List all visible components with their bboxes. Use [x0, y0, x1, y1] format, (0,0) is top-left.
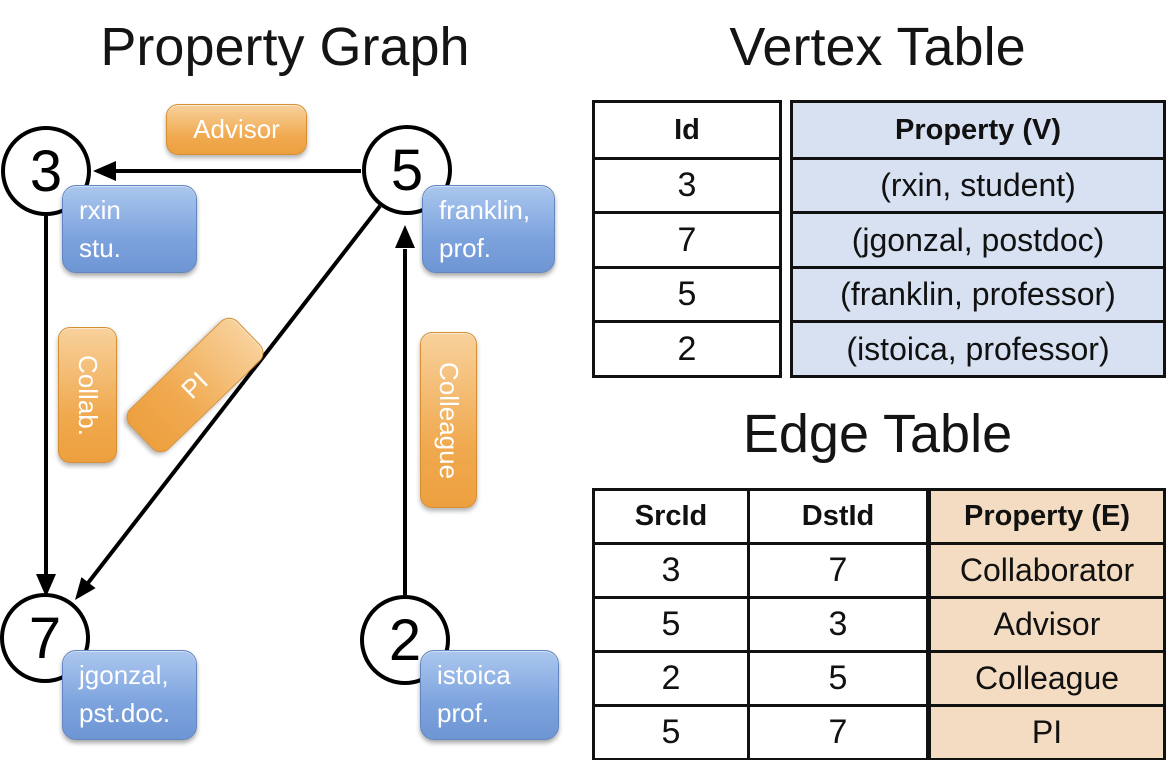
- edge-arrow-advisor-5-to-3: [93, 161, 361, 181]
- edge-label-text: Advisor: [193, 114, 280, 144]
- vertex-id-cell: 5: [592, 266, 782, 323]
- vertex-circle-2: 2: [360, 595, 450, 685]
- edge-property-cell: Collaborator: [928, 542, 1166, 599]
- edge-property-cell: Colleague: [928, 650, 1166, 707]
- edge-dst-cell: 7: [747, 542, 929, 599]
- vertex-role-line: prof.: [437, 698, 490, 728]
- vertex-property-box-istoica: istoica prof.: [420, 650, 559, 740]
- vertex-property-box-rxin: rxin stu.: [62, 185, 197, 273]
- edge-src-cell: 5: [592, 704, 750, 760]
- vertex-name-line: istoica: [437, 660, 511, 690]
- vertex-role-line: pst.doc.: [79, 698, 171, 728]
- edge-table-id-columns: SrcId DstId 3 7 5 3 2 5 5 7: [592, 488, 929, 760]
- vertex-id-label: 5: [390, 137, 424, 203]
- vertex-name-line: jgonzal,: [79, 660, 169, 690]
- edge-src-cell: 3: [592, 542, 750, 599]
- vertex-id-label: 2: [388, 607, 422, 673]
- edge-label-advisor: Advisor: [166, 104, 307, 155]
- vertex-table-id-header: Id: [592, 100, 782, 160]
- graph-edges-layer: [36, 161, 415, 600]
- vertex-id-label: 3: [29, 138, 63, 204]
- property-graph-title: Property Graph: [100, 17, 470, 77]
- edge-label-text: Collab.: [73, 354, 103, 436]
- edge-label-colleague: Colleague: [420, 332, 477, 508]
- edge-dst-cell: 5: [747, 650, 929, 707]
- vertex-role-line: prof.: [439, 233, 492, 263]
- vertex-table-id-column: Id 3 7 5 2: [592, 100, 782, 378]
- vertex-table-title: Vertex Table: [729, 17, 1026, 77]
- edge-table-property-column: Property (E) Collaborator Advisor Collea…: [928, 488, 1166, 760]
- edge-dst-cell: 3: [747, 596, 929, 653]
- edge-table-title: Edge Table: [742, 404, 1013, 464]
- edge-property-cell: PI: [928, 704, 1166, 760]
- vertex-property-cell: (jgonzal, postdoc): [790, 211, 1166, 269]
- vertex-property-cell: (rxin, student): [790, 157, 1166, 214]
- edge-dst-cell: 7: [747, 704, 929, 760]
- edge-label-collab: Collab.: [58, 327, 117, 463]
- edge-arrow-colleague-2-to-5: [395, 225, 415, 595]
- vertex-property-box-jgonzal: jgonzal, pst.doc.: [62, 650, 197, 740]
- vertex-property-cell: (istoica, professor): [790, 320, 1166, 378]
- vertex-id-cell: 2: [592, 320, 782, 378]
- edge-property-cell: Advisor: [928, 596, 1166, 653]
- vertex-name-line: rxin: [79, 195, 121, 225]
- edge-table-dst-header: DstId: [747, 488, 929, 545]
- vertex-role-line: stu.: [79, 233, 121, 263]
- edge-label-text: Colleague: [434, 361, 464, 479]
- edge-src-cell: 5: [592, 596, 750, 653]
- vertex-id-label: 7: [28, 605, 62, 671]
- vertex-table-property-header: Property (V): [790, 100, 1166, 160]
- edge-src-cell: 2: [592, 650, 750, 707]
- vertex-id-cell: 7: [592, 211, 782, 269]
- edge-arrow-collaborator-3-to-7: [36, 216, 56, 597]
- edge-arrow-pi-5-to-7: [75, 204, 382, 600]
- edge-label-text: PI: [175, 365, 214, 404]
- vertex-id-cell: 3: [592, 157, 782, 214]
- vertex-property-cell: (franklin, professor): [790, 266, 1166, 323]
- vertex-name-line: franklin,: [439, 195, 531, 225]
- vertex-table-property-column: Property (V) (rxin, student) (jgonzal, p…: [790, 100, 1166, 378]
- edge-table-property-header: Property (E): [928, 488, 1166, 545]
- edge-table-src-header: SrcId: [592, 488, 750, 545]
- vertex-property-box-franklin: franklin, prof.: [422, 185, 555, 273]
